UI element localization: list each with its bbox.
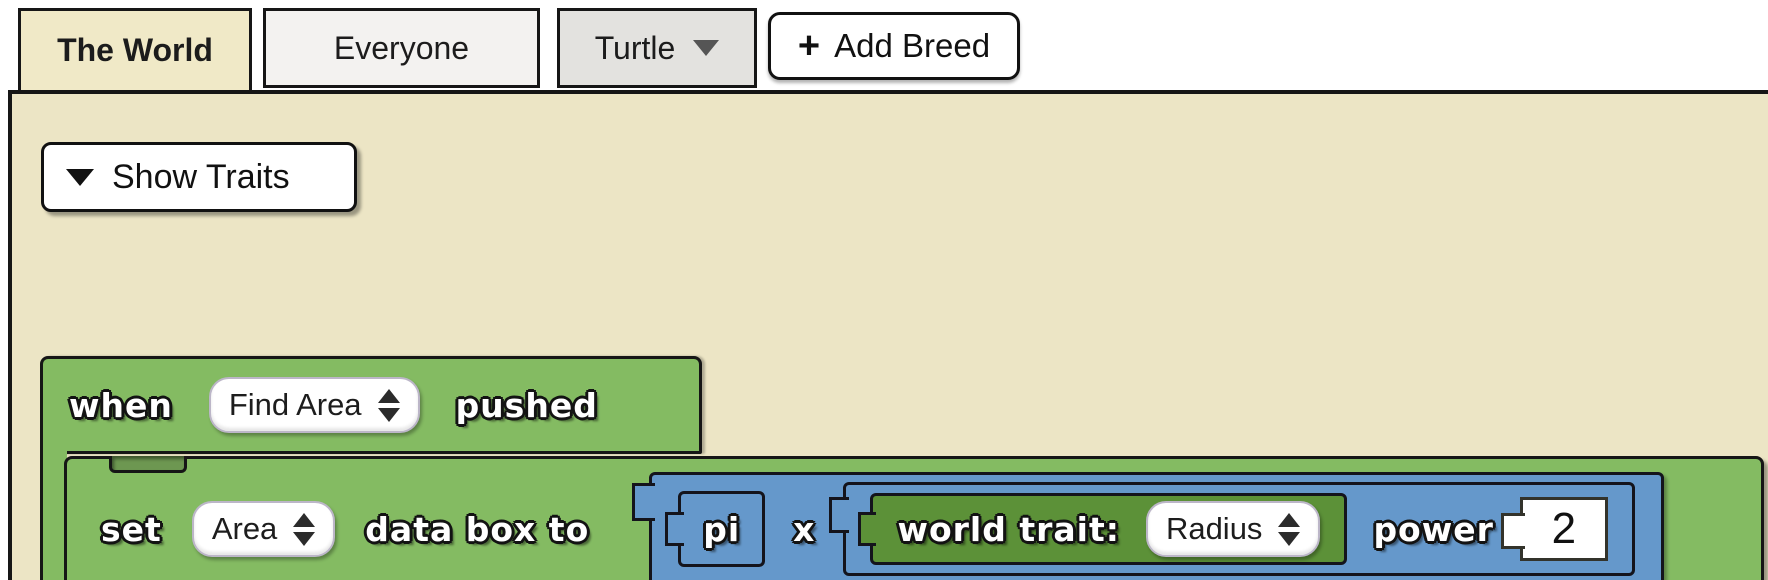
updown-arrows-icon [293,512,316,546]
show-traits-label: Show Traits [112,157,290,196]
radius-dropdown[interactable]: Radius [1145,501,1321,557]
radius-dropdown-value: Radius [1165,511,1263,546]
updown-arrows-icon [377,388,400,422]
tab-everyone-label: Everyone [333,29,470,66]
find-area-dropdown-value: Find Area [228,387,362,422]
block-notch-socket [109,456,187,473]
databox-to-keyword: data box to [365,509,590,549]
tab-the-world[interactable]: The World [18,8,252,93]
exponent-value: 2 [1551,504,1577,553]
world-trait-label: world trait: [897,509,1120,549]
when-pushed-block-spine [40,450,67,580]
power-keyword: power [1373,509,1494,549]
tab-everyone[interactable]: Everyone [263,8,540,88]
when-keyword: when [69,385,173,425]
plus-icon: + [797,25,821,67]
when-pushed-block-header[interactable]: when Find Area pushed [40,356,702,454]
tab-the-world-label: The World [57,32,213,68]
set-keyword: set [101,509,162,549]
add-breed-button[interactable]: + Add Breed [768,12,1020,80]
pushed-keyword: pushed [455,385,598,425]
multiply-operator-label: x [793,509,816,549]
exponent-input[interactable]: 2 [1500,497,1608,561]
triangle-down-icon [66,168,94,186]
pi-block[interactable]: pi [665,491,766,567]
set-databox-block[interactable]: set Area data box to pi x world trait: R [64,456,1764,580]
area-dropdown[interactable]: Area [191,501,336,557]
add-breed-label: Add Breed [834,27,991,64]
find-area-dropdown[interactable]: Find Area [208,377,420,433]
power-block[interactable]: world trait: Radius power 2 [829,482,1635,576]
chevron-down-icon [693,40,720,56]
world-trait-block[interactable]: world trait: Radius [858,493,1348,565]
updown-arrows-icon [1278,512,1301,546]
tab-turtle[interactable]: Turtle [557,8,757,88]
pi-label: pi [703,509,741,549]
code-canvas: Show Traits when Find Area pushed set Ar… [8,90,1768,580]
show-traits-button[interactable]: Show Traits [41,142,357,212]
tab-turtle-label: Turtle [594,29,676,66]
multiply-block[interactable]: pi x world trait: Radius power 2 [632,472,1664,580]
area-dropdown-value: Area [211,511,278,546]
